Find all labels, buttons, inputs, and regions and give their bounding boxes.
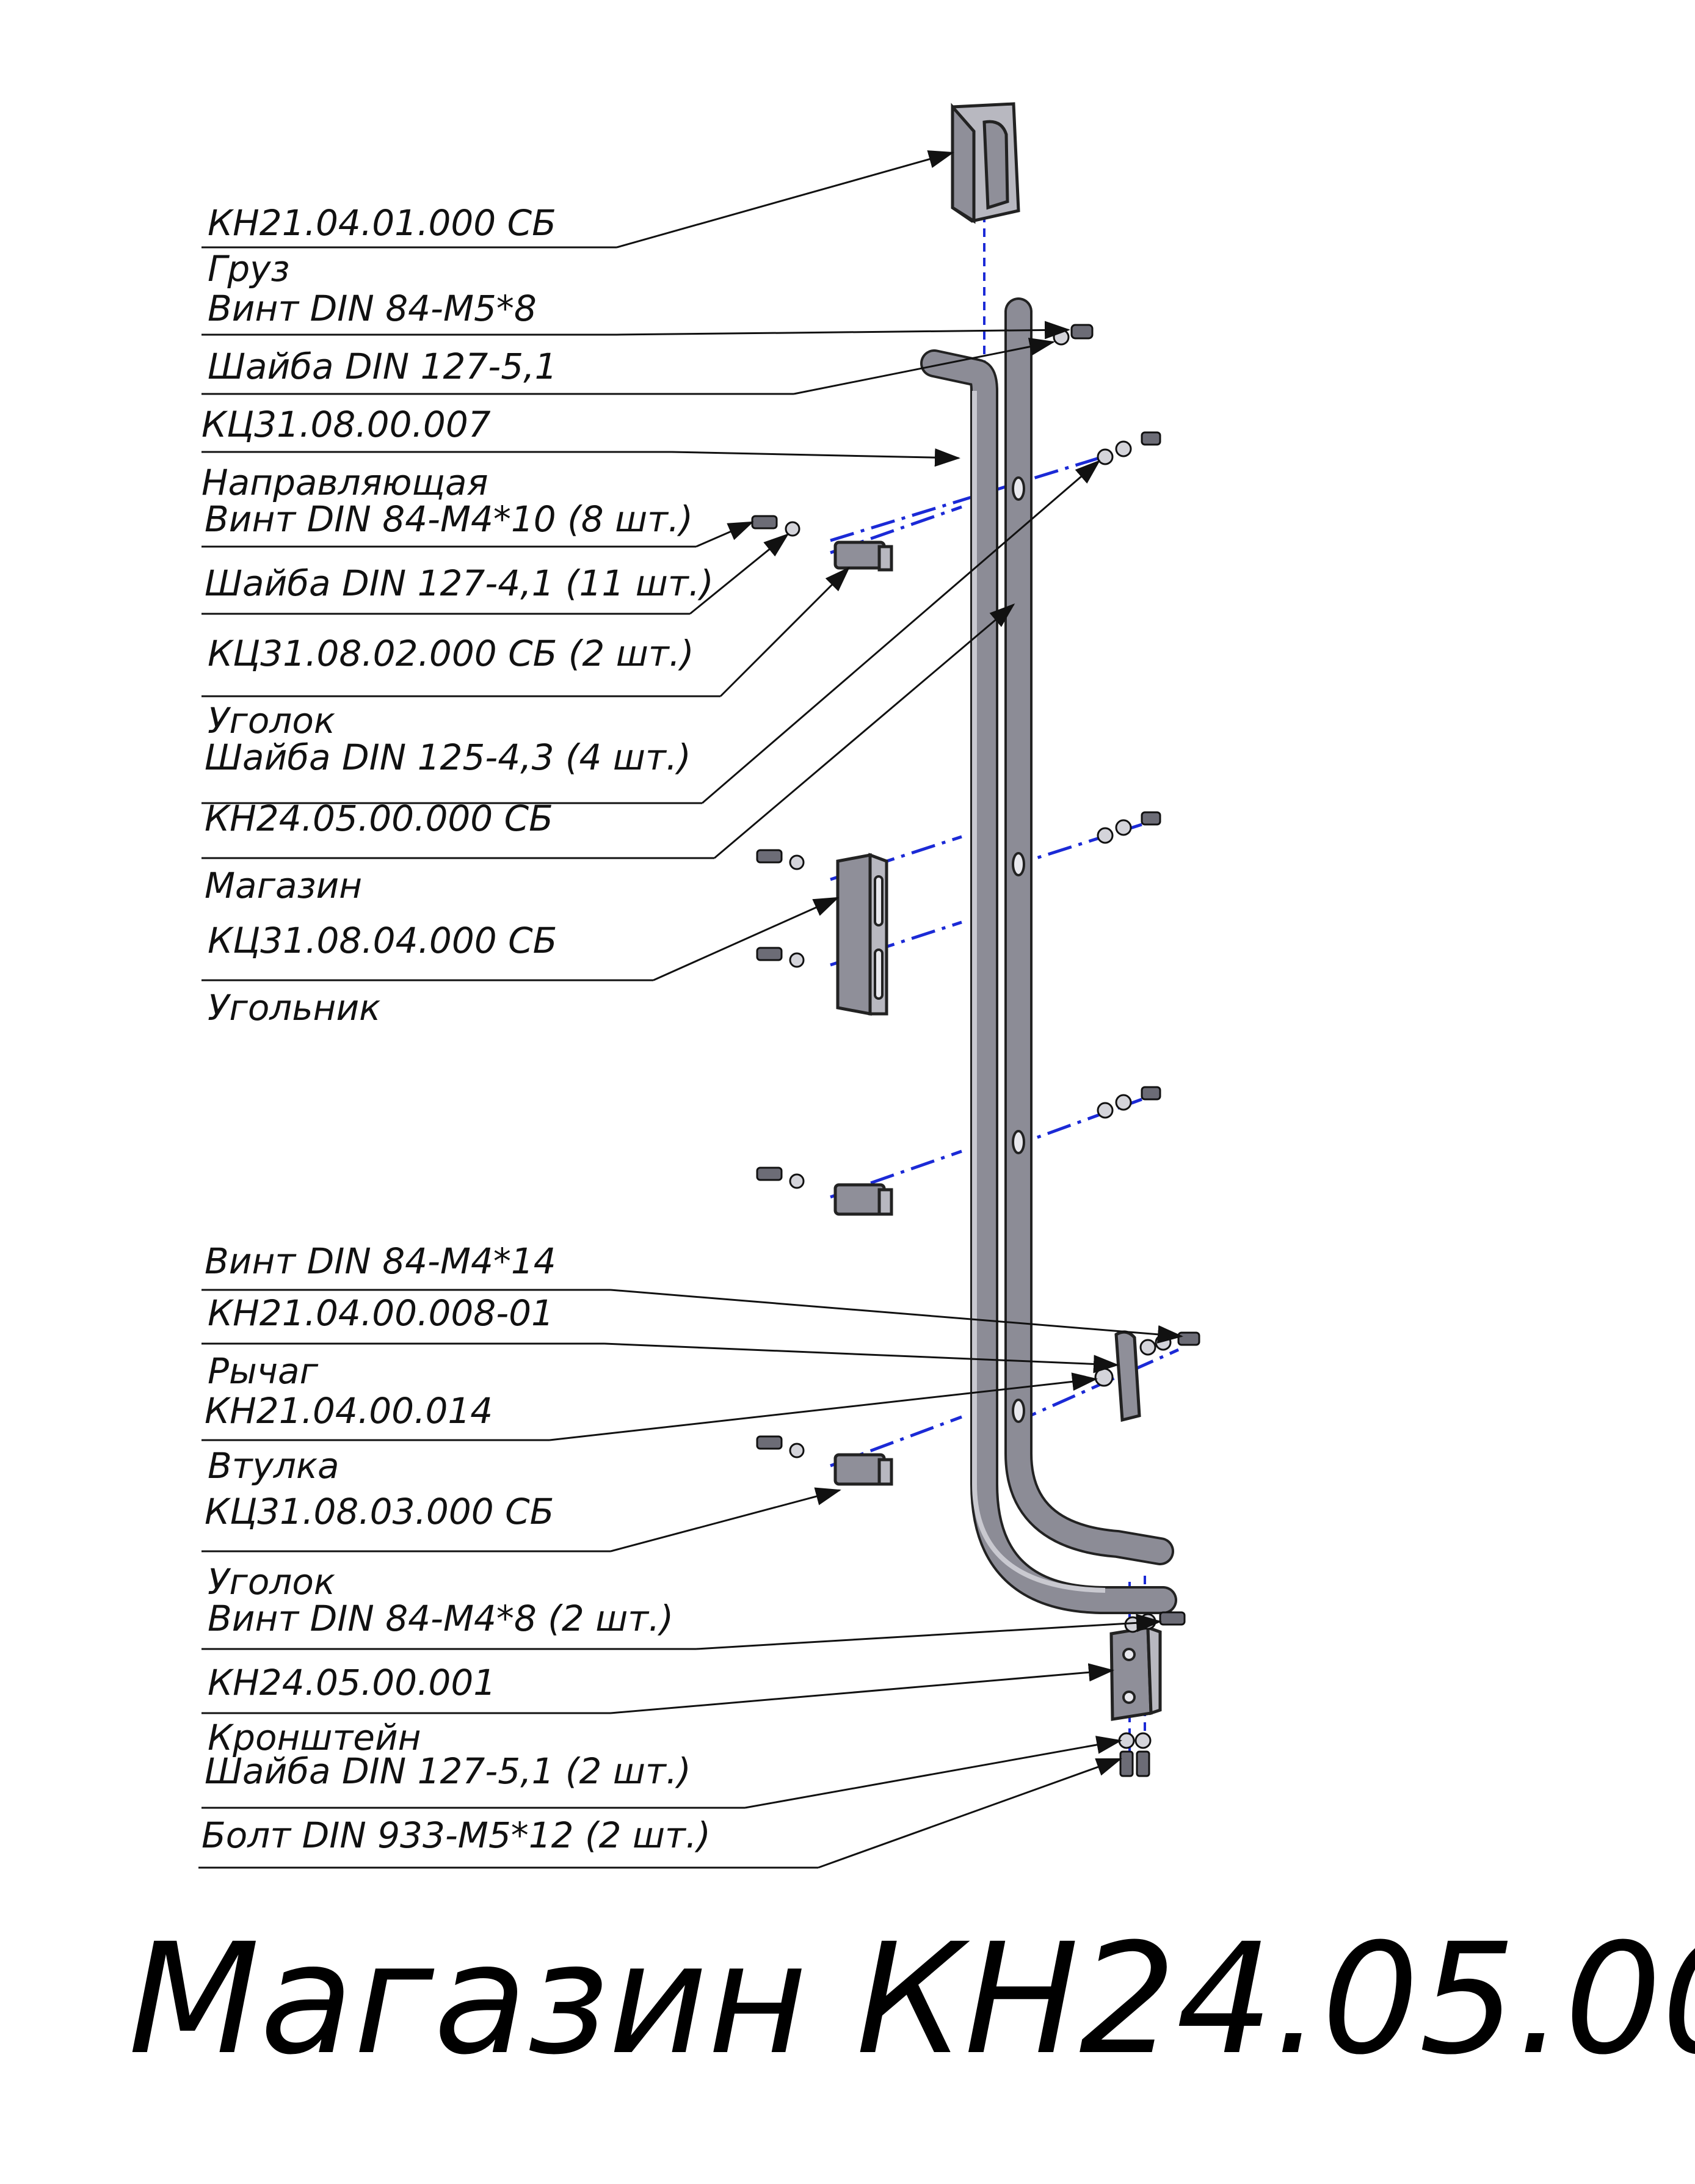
label-bolt-m5x12: Болт DIN 933-М5*12 (2 шт.) [201,1815,711,1856]
callout-vint-m4x14: Винт DIN 84-М4*14 [201,1240,1183,1344]
label-ugolok-2: Уголок [208,1561,335,1603]
label-kts31-08-04-000-sb: КЦ31.08.04.000 СБ [208,920,557,961]
label-kronshtein: Кронштейн [208,1717,421,1758]
label-vtulka: Втулка [208,1445,339,1487]
label-ugolnik: Угольник [208,987,380,1028]
label-shaiba-125-4-3: Шайба DIN 125-4,3 (4 шт.) [205,737,691,778]
callout-vint-m5x8: Винт DIN 84-М5*8 [201,288,1070,340]
label-vint-m4x14: Винт DIN 84-М4*14 [205,1240,556,1282]
label-kn21-04-01-000-sb: КН21.04.01.000 СБ [208,202,556,244]
label-kn24-05-00-000-sb: КН24.05.00.000 СБ [205,798,553,839]
callout-kn24-05-00-001: КН24.05.00.001 Кронштейн [201,1662,1114,1758]
callout-kts31-08-04-000-sb: КЦ31.08.04.000 СБ Угольник [201,897,840,1028]
callout-shaiba-127-5-1: Шайба DIN 127-5,1 [201,337,1055,395]
guide-rail-front [920,349,1177,1614]
corner-bracket-middle [833,1183,893,1216]
callout-shaiba-125-4-3: Шайба DIN 125-4,3 (4 шт.) [201,460,1101,804]
label-kn21-04-00-008-01: КН21.04.00.008-01 [208,1292,554,1334]
label-kn21-04-00-014: КН21.04.00.014 [205,1390,493,1432]
label-vint-m5x8: Винт DIN 84-М5*8 [208,288,537,329]
callout-kn21-04-01-000-sb: КН21.04.01.000 СБ Груз [201,150,954,289]
guide-rail-back [1004,297,1174,1565]
label-gruz: Груз [208,248,289,289]
callout-vint-m4x10: Винт DIN 84-М4*10 (8 шт.) [201,498,754,548]
callout-kn21-04-00-014: КН21.04.00.014 Втулка [201,1372,1098,1487]
label-vint-m4x10: Винт DIN 84-М4*10 (8 шт.) [205,498,693,540]
label-napravlyayushchaya: Направляющая [201,462,488,503]
label-kts31-08-02-000-sb: КЦ31.08.02.000 СБ (2 шт.) [208,633,694,674]
label-vint-m4x8: Винт DIN 84-М4*8 (2 шт.) [208,1598,673,1639]
label-rychag: Рычаг [208,1350,319,1392]
callout-kts31-08-02-000-sb: КЦ31.08.02.000 СБ (2 шт.) Уголок [201,566,851,741]
mounting-bracket [1109,1625,1162,1721]
callout-bolt-m5x12: Болт DIN 933-М5*12 (2 шт.) [198,1758,1122,1869]
callout-vint-m4x8: Винт DIN 84-М4*8 (2 шт.) [201,1598,1162,1650]
callout-shaiba-127-5-1-2: Шайба DIN 127-5,1 (2 шт.) [201,1736,1122,1809]
angle-bracket [836,853,888,1016]
label-ugolok-1: Уголок [208,700,335,741]
weight-block [951,102,1020,224]
label-kn24-05-00-001: КН24.05.00.001 [208,1662,496,1703]
label-kts31-08-00-007: КЦ31.08.00.007 [201,404,491,445]
callout-kts31-08-03-000-sb: КЦ31.08.03.000 СБ Уголок [201,1487,841,1603]
corner-bracket-bottom [833,1453,893,1486]
corner-bracket-top [833,541,893,572]
callout-kts31-08-00-007: КЦ31.08.00.007 Направляющая [201,404,960,503]
label-shaiba-127-5-1: Шайба DIN 127-5,1 [208,346,557,387]
label-shaiba-127-5-1-2: Шайба DIN 127-5,1 (2 шт.) [205,1750,691,1792]
label-shaiba-127-4-1: Шайба DIN 127-4,1 (11 шт.) [205,562,714,604]
label-kts31-08-03-000-sb: КЦ31.08.03.000 СБ [205,1491,554,1532]
callout-kn24-05-00-000-sb: КН24.05.00.000 СБ Магазин [201,603,1015,906]
callout-kn21-04-00-008-01: КН21.04.00.008-01 Рычаг [201,1292,1119,1392]
label-magazin: Магазин [205,865,362,906]
drawing-title: Магазин КН24.05.00.000 [128,1910,1695,2088]
callout-shaiba-127-4-1: Шайба DIN 127-4,1 (11 шт.) [201,533,789,615]
lever [1114,1330,1141,1422]
fasteners [751,324,1200,1777]
